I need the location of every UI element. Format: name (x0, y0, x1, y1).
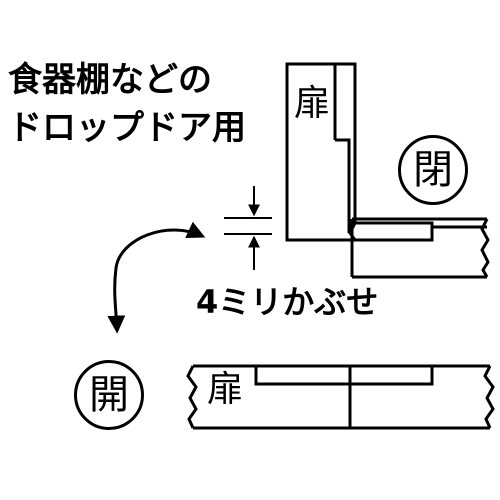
transition-arrow (107, 221, 206, 334)
hinge-plate-open (254, 366, 434, 386)
board-break-mark-closed (480, 218, 490, 278)
closed-door (285, 62, 358, 242)
open-door-assembly (186, 364, 495, 430)
overlay-label: 4ミリかぶせ (196, 283, 379, 321)
title-line-1: 食器棚などの (8, 60, 212, 100)
closed-state-badge: 閉 (398, 135, 468, 205)
overlay-dimension (224, 186, 272, 270)
open-door-outline (193, 364, 490, 430)
title-line-2: ドロップドア用 (8, 108, 246, 148)
open-state-badge: 開 (74, 360, 144, 430)
hinge-plate-closed (352, 221, 434, 242)
cabinet-board-closed (350, 217, 490, 279)
door-label-closed: 扉 (294, 83, 331, 124)
open-door-left-break-mark (186, 365, 198, 429)
closed-door-hinge-recess (333, 64, 351, 233)
open-door-right-break-mark (483, 365, 495, 429)
door-label-open: 扉 (207, 369, 244, 410)
